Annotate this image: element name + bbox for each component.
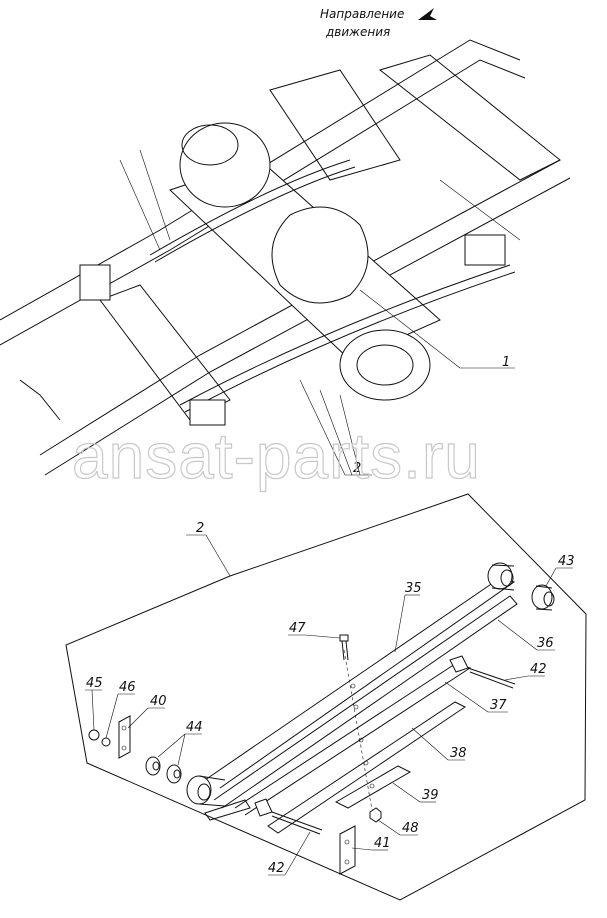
part-labels: 35 36 37 38 39 40 41 42 42 43 44 45 46 4… xyxy=(86,554,575,876)
callout-1-label: 1 xyxy=(502,355,510,370)
detail-reference-label: 2 xyxy=(196,521,204,536)
plate-40 xyxy=(118,715,131,759)
label-48: 48 xyxy=(402,821,419,836)
label-42-upper: 42 xyxy=(530,662,547,677)
label-36: 36 xyxy=(537,636,554,651)
pin-42-lower xyxy=(254,798,323,835)
callout-2: 2 xyxy=(299,379,372,476)
direction-label-line2: движения xyxy=(325,25,390,39)
plate-41 xyxy=(339,825,356,875)
bushings-44 xyxy=(145,756,182,784)
label-41: 41 xyxy=(374,836,391,851)
spring-eye-rear xyxy=(487,562,515,591)
leaders xyxy=(85,567,573,876)
bolt-47 xyxy=(339,634,349,661)
leaf-spring xyxy=(201,577,518,834)
label-44: 44 xyxy=(186,720,203,735)
callout-2-label: 2 xyxy=(353,461,361,476)
direction-arrow-icon xyxy=(418,8,437,20)
spring-eye-front xyxy=(186,775,226,807)
pin-42-upper xyxy=(449,655,516,689)
direction-label-line1: Направление xyxy=(320,7,404,21)
nut-45 xyxy=(88,729,100,741)
detail-outline xyxy=(65,493,587,901)
label-46: 46 xyxy=(119,680,136,695)
label-39: 39 xyxy=(422,788,439,803)
nut-48 xyxy=(369,807,382,823)
label-43: 43 xyxy=(558,554,575,569)
label-37: 37 xyxy=(490,698,507,713)
direction-indicator: Направление движения xyxy=(320,7,437,39)
label-45: 45 xyxy=(86,676,103,691)
washer-46 xyxy=(101,737,111,747)
watermark-text: ansat-parts.ru xyxy=(72,420,481,492)
label-40: 40 xyxy=(150,694,167,709)
detail-reference: 2 xyxy=(186,521,231,577)
chassis-assembly xyxy=(0,39,571,476)
callout-1: 1 xyxy=(359,289,515,370)
label-35: 35 xyxy=(405,581,422,596)
label-42-lower: 42 xyxy=(268,861,285,876)
label-38: 38 xyxy=(450,746,467,761)
label-47: 47 xyxy=(289,621,306,636)
bushing-43 xyxy=(531,584,555,611)
